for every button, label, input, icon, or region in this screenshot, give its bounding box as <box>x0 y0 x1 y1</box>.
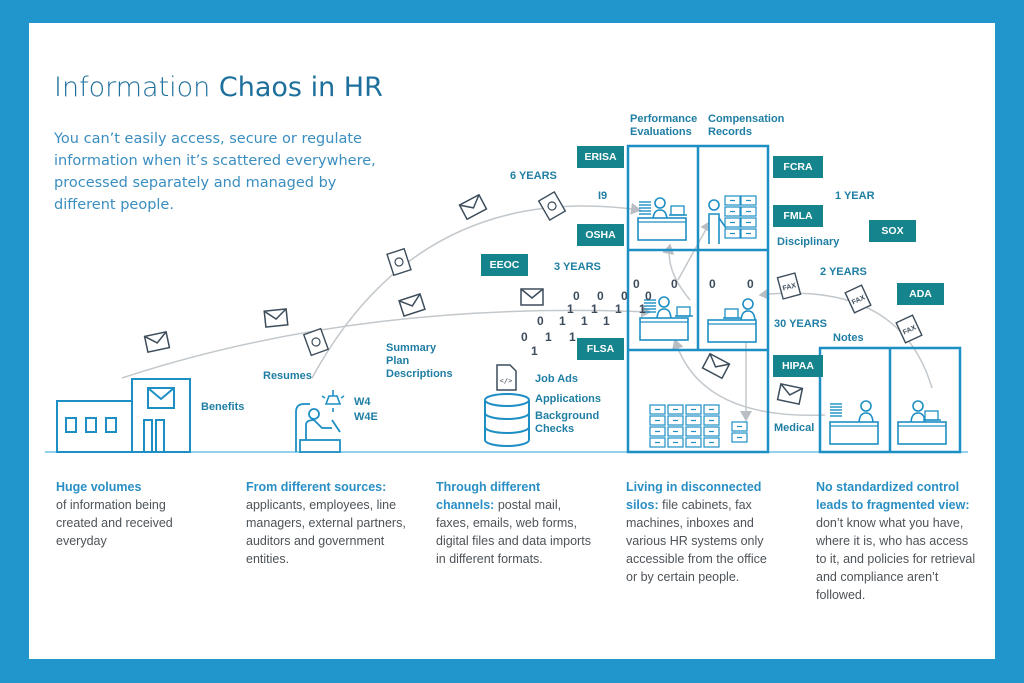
person-in-chair-icon <box>295 403 341 453</box>
column-disconnected-silos: Living in disconnected silos: file cabin… <box>626 478 781 586</box>
label-compensation: Compensation Records <box>708 113 785 138</box>
label-one-year: 1 YEAR <box>835 190 875 202</box>
label-medical: Medical <box>774 422 815 434</box>
tag-ada: ADA <box>897 283 944 305</box>
binary-row-4: 0 1 1 1 <box>537 314 616 328</box>
binary-row-6: 1 <box>531 344 538 358</box>
envelope-icon <box>263 308 289 328</box>
column-different-sources: From different sources: applicants, emplo… <box>246 478 406 568</box>
document-code-icon: </> <box>496 364 517 391</box>
tag-sox: SOX <box>869 220 916 242</box>
benefits-building <box>56 378 191 453</box>
lamp-icon <box>321 390 345 412</box>
column-heading: Through different channels: <box>436 480 541 512</box>
tag-flsa: FLSA <box>577 338 624 360</box>
envelope-icon <box>776 383 804 405</box>
column-huge-volumes: Huge volumes of information being created… <box>56 478 206 550</box>
envelope-icon <box>398 293 426 317</box>
envelope-icon <box>701 353 731 379</box>
notes-desk-right-icon <box>897 400 947 445</box>
binary-row-2: 0 0 0 0 <box>573 289 659 303</box>
column-text: file cabinets, fax machines, inboxes and… <box>626 498 767 584</box>
label-three-years: 3 YEARS <box>554 261 601 273</box>
label-disciplinary: Disciplinary <box>777 236 840 248</box>
notes-building <box>818 346 962 454</box>
tag-fmla: FMLA <box>773 205 823 227</box>
binary-row-3: 1 1 1 1 <box>567 302 653 316</box>
office-tower <box>626 144 770 454</box>
page-subtitle: You can’t easily access, secure or regul… <box>54 131 376 213</box>
column-heading: No standardized control leads to fragmen… <box>816 480 970 512</box>
title-part-1: Information <box>54 72 211 103</box>
tag-eeoc: EEOC <box>481 254 528 276</box>
tag-hipaa: HIPAA <box>773 355 823 377</box>
tag-fcra: FCRA <box>773 156 823 178</box>
label-w4: W4 <box>354 396 371 408</box>
column-heading: From different sources: <box>246 480 387 494</box>
tag-erisa: ERISA <box>577 146 624 168</box>
column-heading: Living in disconnected silos: <box>626 480 762 512</box>
svg-text:</>: </> <box>500 377 513 385</box>
label-notes: Notes <box>833 332 864 344</box>
title-part-2: Chaos in HR <box>218 72 383 103</box>
label-thirty-years: 30 YEARS <box>774 318 827 330</box>
label-resumes: Resumes <box>263 370 312 382</box>
column-heading: Huge volumes <box>56 480 142 494</box>
label-benefits: Benefits <box>201 401 245 413</box>
binary-row-5: 0 1 1 <box>521 330 583 344</box>
file-cabinets-icon <box>649 404 748 448</box>
tag-osha: OSHA <box>577 224 624 246</box>
column-text: applicants, employees, line managers, ex… <box>246 498 406 566</box>
middle-desk-right-icon <box>707 298 757 343</box>
label-i9: I9 <box>598 190 608 202</box>
notes-desk-left-icon <box>829 400 879 445</box>
infographic-card <box>29 23 995 659</box>
performance-desk-icon <box>637 197 688 241</box>
column-no-standardized-control: No standardized control leads to fragmen… <box>816 478 981 604</box>
label-performance: Performance Evaluations <box>630 113 698 138</box>
envelope-icon <box>520 288 544 306</box>
label-background-checks: Background Checks <box>535 410 600 435</box>
compensation-cabinet-icon <box>708 195 757 244</box>
binary-row-1: 0 0 0 0 <box>633 277 768 291</box>
label-job-ads: Job Ads <box>535 373 578 385</box>
label-spd: Summary Plan Descriptions <box>386 342 453 380</box>
label-applications: Applications <box>535 393 602 405</box>
envelope-icon <box>458 194 488 220</box>
column-different-channels: Through different channels: postal mail,… <box>436 478 591 568</box>
label-two-years: 2 YEARS <box>820 266 867 278</box>
envelope-icon <box>143 331 171 353</box>
column-text: of information being created and receive… <box>56 498 173 548</box>
label-six-years: 6 YEARS <box>510 170 557 182</box>
database-icon <box>484 393 530 447</box>
column-text: postal mail, faxes, emails, web forms, d… <box>436 498 591 566</box>
page-title: Information Chaos in HR <box>54 72 383 103</box>
column-text: don’t know what you have, where it is, w… <box>816 516 976 602</box>
label-w4e: W4E <box>354 411 378 423</box>
